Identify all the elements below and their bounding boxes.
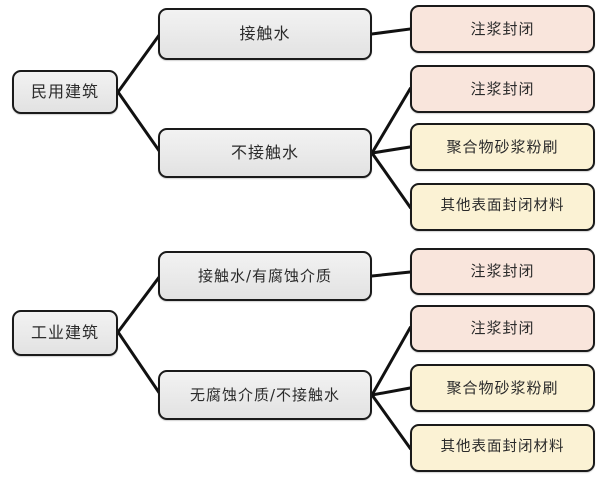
root-node-civil-building[interactable]: 民用建筑	[12, 70, 118, 114]
treatment-node-grout-sealing-industrial-noncorrosive[interactable]: 注浆封闭	[410, 305, 595, 352]
treatment-node-grout-sealing-industrial-noncorrosive-label: 注浆封闭	[470, 319, 535, 338]
root-node-industrial-building-label: 工业建筑	[30, 323, 99, 343]
treatment-node-other-surface-sealing-civil-label: 其他表面封闭材料	[440, 198, 565, 215]
condition-node-no-contact-water[interactable]: 不接触水	[158, 128, 372, 178]
condition-node-noncorrosive-no-contact-label: 无腐蚀介质/不接触水	[189, 385, 341, 404]
treatment-node-grout-sealing-industrial-corrosive[interactable]: 注浆封闭	[410, 248, 595, 295]
treatment-node-other-surface-sealing-civil[interactable]: 其他表面封闭材料	[410, 183, 595, 231]
edge-noncorrosive-to-other	[369, 392, 413, 451]
treatment-node-grout-sealing-civil-noncontact[interactable]: 注浆封闭	[410, 65, 595, 113]
root-node-industrial-building[interactable]: 工业建筑	[12, 310, 118, 356]
treatment-node-polymer-mortar-civil-label: 聚合物砂浆粉刷	[446, 137, 559, 156]
edge-noncontact-to-mortar	[370, 145, 412, 155]
treatment-node-polymer-mortar-industrial-label: 聚合物砂浆粉刷	[446, 378, 559, 397]
treatment-node-polymer-mortar-industrial[interactable]: 聚合物砂浆粉刷	[410, 364, 595, 412]
edge-industrial-to-noncorrosive	[115, 329, 163, 397]
condition-node-contact-water-label: 接触水	[239, 24, 291, 44]
treatment-node-other-surface-sealing-industrial[interactable]: 其他表面封闭材料	[410, 424, 595, 472]
treatment-node-grout-sealing-civil-contact-label: 注浆封闭	[470, 19, 535, 38]
treatment-node-other-surface-sealing-industrial-label: 其他表面封闭材料	[440, 439, 565, 456]
condition-node-contact-water-corrosive-label: 接触水/有腐蚀介质	[197, 266, 333, 285]
edge-noncontact-to-grout	[369, 86, 413, 156]
treatment-node-grout-sealing-civil-contact[interactable]: 注浆封闭	[410, 5, 595, 53]
edge-noncontact-to-other	[369, 150, 413, 210]
edge-noncorrosive-to-grout	[369, 325, 413, 398]
treatment-node-grout-sealing-civil-noncontact-label: 注浆封闭	[470, 79, 535, 98]
root-node-civil-building-label: 民用建筑	[30, 82, 99, 102]
condition-node-noncorrosive-no-contact[interactable]: 无腐蚀介质/不接触水	[158, 370, 372, 420]
edge-industrial-to-corrosive	[115, 273, 163, 335]
edge-corrosive-to-grout	[370, 270, 412, 278]
condition-node-contact-water-corrosive[interactable]: 接触水/有腐蚀介质	[158, 251, 372, 301]
edge-contact-to-grout	[370, 27, 412, 36]
treatment-node-polymer-mortar-civil[interactable]: 聚合物砂浆粉刷	[410, 123, 595, 171]
edge-noncorrosive-to-mortar	[370, 386, 412, 397]
treatment-node-grout-sealing-industrial-corrosive-label: 注浆封闭	[470, 262, 535, 281]
condition-node-no-contact-water-label: 不接触水	[230, 143, 299, 163]
edge-civil-to-noncontact	[115, 89, 163, 155]
edge-civil-to-contact	[115, 31, 163, 95]
condition-node-contact-water[interactable]: 接触水	[158, 8, 372, 60]
